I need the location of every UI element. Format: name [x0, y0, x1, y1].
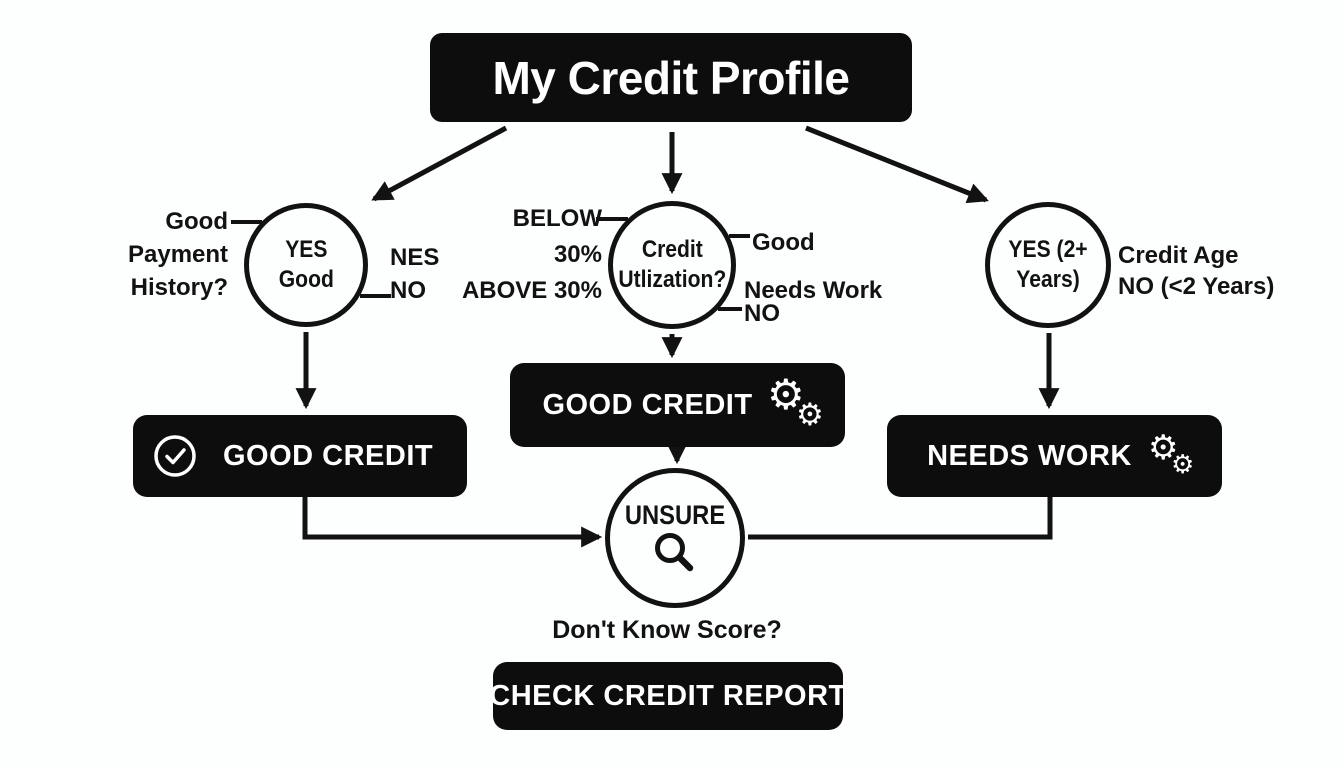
payment-history-answers: NES NO — [390, 241, 439, 307]
label-no-utilization: NO — [744, 300, 780, 327]
arrow-title-to-credit-age — [805, 125, 989, 204]
gears-icon: ⚙ ⚙ — [1148, 429, 1202, 483]
utilization-left-labels: BELOW 30% ABOVE 30% — [452, 201, 602, 309]
payment-history-question: Good Payment History? — [128, 205, 228, 304]
credit-age-circle-line2: Years) — [1016, 266, 1080, 293]
label-good-utilization: Good — [752, 229, 815, 256]
label-no-under-2-years: NO (<2 Years) — [1118, 273, 1275, 300]
unsure-node: UNSURE — [605, 468, 745, 608]
good-credit-left-label: GOOD CREDIT — [223, 439, 434, 472]
unsure-label: UNSURE — [624, 500, 726, 530]
dont-know-score-label: Don't Know Score? — [552, 616, 782, 644]
gear-small-icon: ⚙ — [1171, 450, 1195, 480]
credit-age-node: YES (2+ Years) — [985, 202, 1111, 328]
gear-small-icon: ⚙ — [796, 397, 825, 433]
title-node: My Credit Profile — [430, 33, 912, 122]
label-history: History? — [130, 274, 228, 301]
title-label: My Credit Profile — [492, 51, 850, 104]
label-no: NO — [390, 277, 426, 304]
needs-work-node: NEEDS WORK ⚙ ⚙ — [887, 415, 1222, 497]
gear-large-icon: ⚙ — [1148, 428, 1179, 468]
arrow-title-to-payment-history — [371, 125, 508, 202]
credit-age-circle-line1: YES (2+ — [1008, 236, 1088, 263]
label-nes: NES — [390, 244, 440, 271]
label-below: BELOW — [512, 205, 602, 232]
utilization-circle-line2: Utlization? — [618, 266, 726, 293]
payment-circle-line1: YES — [284, 236, 328, 263]
magnifier-icon — [655, 533, 694, 572]
gear-large-icon: ⚙ — [767, 370, 806, 419]
good-credit-left-node: GOOD CREDIT — [133, 415, 467, 497]
needs-work-label: NEEDS WORK — [927, 439, 1132, 472]
payment-history-node: YES Good — [244, 203, 368, 327]
label-above-30pct: ABOVE 30% — [461, 277, 602, 304]
credit-age-answers: Credit Age NO (<2 Years) — [1118, 240, 1274, 302]
label-30pct: 30% — [553, 241, 602, 268]
gears-icon: ⚙ ⚙ — [767, 372, 833, 438]
utilization-circle-line1: Credit — [641, 236, 703, 263]
credit-utilization-node: Credit Utlization? — [608, 201, 736, 329]
elbow-left-box-to-unsure — [302, 494, 603, 548]
label-good: Good — [165, 208, 228, 235]
payment-circle-line2: Good — [278, 266, 334, 293]
check-credit-report-label: CHECK CREDIT REPORT — [489, 679, 847, 712]
good-credit-middle-node: GOOD CREDIT ⚙ ⚙ — [510, 363, 845, 447]
elbow-right-box-to-unsure — [748, 494, 1053, 540]
check-circle-icon — [154, 435, 196, 477]
label-needs-work-utilization: Needs Work — [744, 277, 883, 304]
check-credit-report-node: CHECK CREDIT REPORT — [489, 662, 846, 730]
label-credit-age: Credit Age — [1118, 242, 1239, 269]
good-credit-middle-label: GOOD CREDIT — [542, 388, 753, 421]
label-payment: Payment — [128, 241, 229, 268]
